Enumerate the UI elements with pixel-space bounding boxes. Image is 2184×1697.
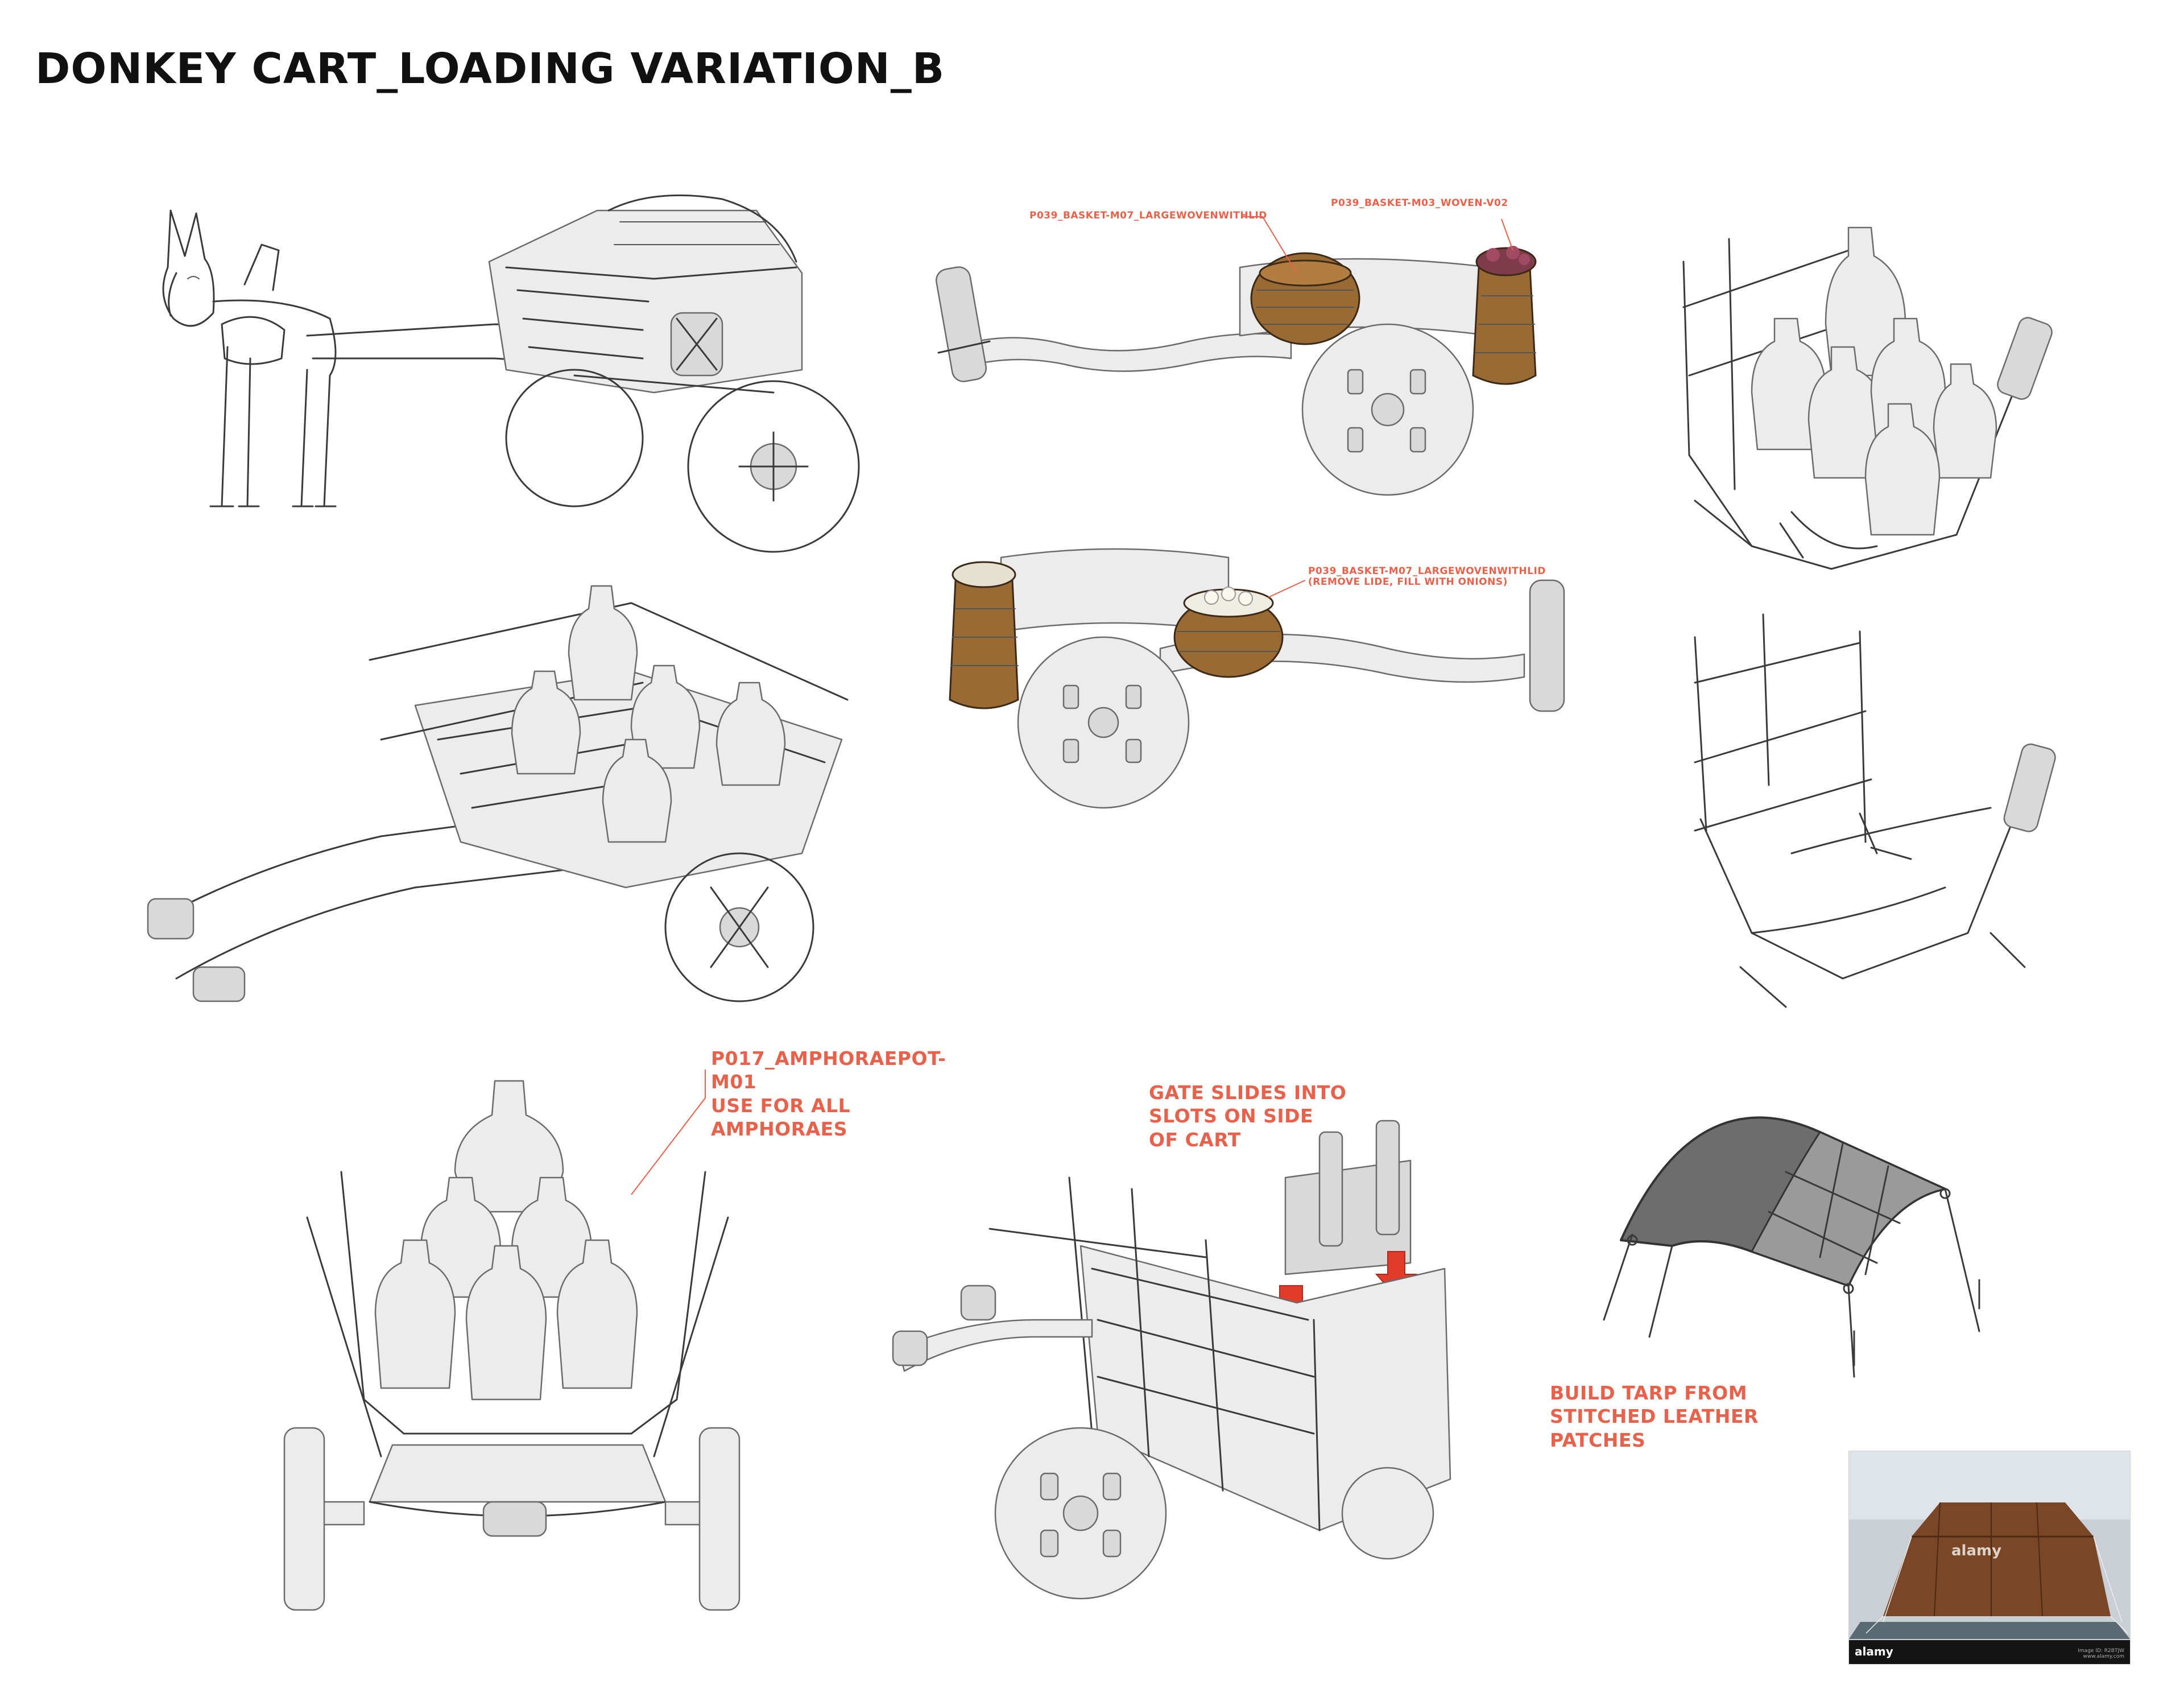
- render-side-baskets-onions: P039_BASKET-M07_LARGEWOVENWITHLID (REMOV…: [933, 535, 1570, 819]
- sketch-cart-front-amphorae: P017_AMPHORAEPOT-M01 USE FOR ALL AMPHORA…: [233, 1047, 946, 1611]
- sketch-leather-tarp: [1581, 1092, 2025, 1422]
- photo-bar-meta: Image ID: R2BTJW www.alamy.com: [2078, 1648, 2124, 1659]
- callout-amphorae: P017_AMPHORAEPOT-M01 USE FOR ALL AMPHORA…: [711, 1047, 946, 1140]
- donkey-figure: [162, 209, 337, 507]
- tent-photo-illustration: [1849, 1451, 2130, 1664]
- sketch-cart-amphorae-three-quarter: [142, 569, 849, 1013]
- reference-photo-leather-tent: alamy alamy Image ID: R2BTJW www.alamy.c…: [1848, 1451, 2131, 1665]
- sheet-title: DONKEY CART_LOADING VARIATION_B: [35, 44, 945, 93]
- sketch-rack-empty: [1672, 613, 2070, 1013]
- callout-tarp: BUILD TARP FROM STITCHED LEATHER PATCHES: [1550, 1382, 1759, 1451]
- sketch-amphorae-rack-loaded: [1661, 205, 2059, 580]
- photo-bar-logo: alamy: [1855, 1645, 1893, 1658]
- callout-gate: GATE SLIDES INTO SLOTS ON SIDE OF CART: [1149, 1081, 1347, 1151]
- sketch-donkey-cart: [142, 188, 860, 553]
- callout-basket-large-lid-onions: P039_BASKET-M07_LARGEWOVENWITHLID (REMOV…: [1308, 565, 1546, 588]
- photo-caption-bar: alamy Image ID: R2BTJW www.alamy.com: [1849, 1640, 2130, 1664]
- render-cart-gate: GATE SLIDES INTO SLOTS ON SIDE OF CART: [887, 1081, 1513, 1616]
- callout-basket-large-lid-top: P039_BASKET-M07_LARGEWOVENWITHLID: [1029, 210, 1267, 221]
- callout-basket-woven: P039_BASKET-M03_WOVEN-V02: [1331, 197, 1508, 209]
- render-side-baskets: P039_BASKET-M07_LARGEWOVENWITHLID P039_B…: [921, 197, 1547, 501]
- photo-watermark: alamy: [1951, 1542, 2002, 1559]
